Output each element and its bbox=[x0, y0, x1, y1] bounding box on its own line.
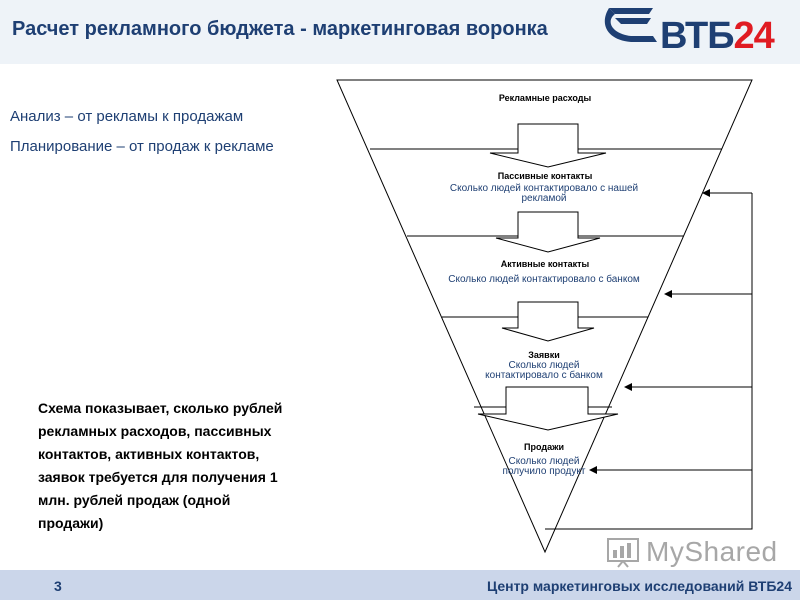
page-title: Расчет рекламного бюджета - маркетингова… bbox=[12, 18, 548, 40]
stage-title-ad-spend: Рекламные расходы bbox=[498, 93, 592, 103]
vtb-logo-icon bbox=[604, 8, 657, 42]
stage-sub-applications-1: Сколько людей bbox=[508, 360, 580, 371]
title-band bbox=[0, 0, 800, 64]
stage-title-active: Активные контакты bbox=[500, 259, 590, 269]
stage-sub-passive-1: Сколько людей контактировало с нашей bbox=[449, 183, 639, 194]
stage-title-sales: Продажи bbox=[524, 442, 564, 452]
stage-sub-active: Сколько людей контактировало с банком bbox=[448, 274, 640, 285]
down-arrow bbox=[489, 123, 607, 168]
explanation-note: Схема показывает, сколько рублей рекламн… bbox=[38, 400, 283, 531]
vtb24-logo: ВТБ24 bbox=[660, 14, 775, 58]
watermark-text: MyShared bbox=[646, 536, 778, 567]
presentation-icon bbox=[607, 538, 639, 568]
down-arrow bbox=[495, 211, 601, 253]
down-arrow bbox=[501, 301, 595, 342]
stage-sub-sales-1: Сколько людей bbox=[508, 456, 580, 467]
analysis-text: Анализ – от рекламы к продажам bbox=[10, 108, 244, 125]
logo-24: 24 bbox=[733, 15, 775, 57]
stage-sub-passive-2: рекламой bbox=[521, 193, 567, 204]
stage-sub-applications-2: контактировало с банком bbox=[485, 370, 603, 381]
page-number: 3 bbox=[54, 578, 62, 594]
planning-text: Планирование – от продаж к рекламе bbox=[10, 138, 274, 155]
feedback-line bbox=[545, 193, 753, 530]
stage-title-passive: Пассивные контакты bbox=[497, 171, 593, 181]
down-arrow bbox=[477, 386, 619, 431]
footer-bar: 3 Центр маркетинговых исследований ВТБ24 bbox=[0, 570, 800, 600]
footer-text: Центр маркетинговых исследований ВТБ24 bbox=[486, 578, 792, 594]
stage-title-applications: Заявки bbox=[528, 350, 560, 360]
stage-sub-sales-2: получило продукт bbox=[502, 466, 586, 477]
logo-vtb: ВТБ bbox=[660, 15, 735, 57]
